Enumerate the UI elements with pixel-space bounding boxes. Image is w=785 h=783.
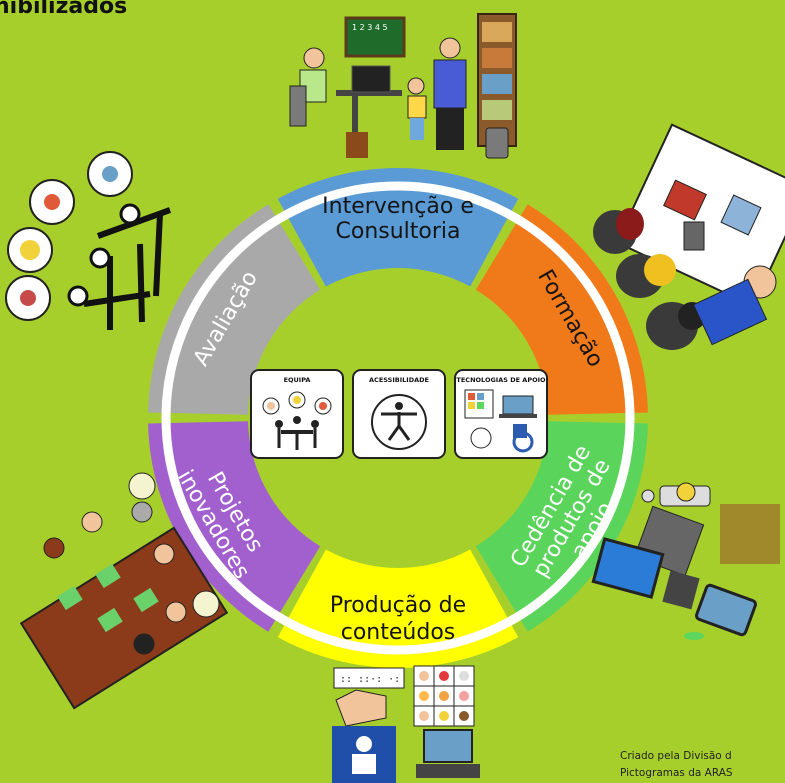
inner-white-ring <box>161 181 635 655</box>
evaluation-pictogram <box>5 151 172 330</box>
svg-text::: ::·: ·:: :: ::·: ·: <box>340 674 400 685</box>
segment-label-line: conteúdos <box>341 620 456 645</box>
segment-label-line: Intervenção e <box>322 194 474 219</box>
page-title: nibilizados <box>0 0 128 19</box>
segment-label-line: Produção de <box>330 593 466 618</box>
tecnologias-card-title: TECNOLOGIAS DE APOIO <box>456 376 546 384</box>
segment-formacao <box>475 204 648 415</box>
segment-label-line: Consultoria <box>335 219 460 244</box>
segment-cedencia <box>475 421 648 632</box>
acessibilidade-card: ACESSIBILIDADE <box>352 369 446 459</box>
svg-text:1 2 3 4 5: 1 2 3 4 5 <box>352 23 388 32</box>
credits-line-2: Pictogramas da ARAS <box>620 767 733 779</box>
accessibility-icon <box>371 394 427 450</box>
content-production-pictogram: :: ::·: ·: <box>332 665 480 783</box>
credits: Criado pela Divisão d Pictogramas da ARA… <box>620 748 785 782</box>
equipa-card-title: EQUIPA <box>283 376 311 384</box>
tecnologias-card: TECNOLOGIAS DE APOIO <box>454 369 548 459</box>
segment-avaliacao <box>148 204 321 415</box>
acessibilidade-card-title: ACESSIBILIDADE <box>369 376 429 384</box>
innovative-projects-pictogram <box>19 472 229 710</box>
credits-line-1: Criado pela Divisão d <box>620 750 732 762</box>
consultancy-pictogram: 1 2 3 4 5 <box>289 13 517 159</box>
training-pictogram <box>593 123 785 350</box>
team-icon <box>262 391 332 450</box>
equipa-card: EQUIPA <box>250 369 344 459</box>
segment-projetos <box>148 421 321 632</box>
assistive-products-pictogram <box>591 482 780 640</box>
assistive-technology-icon <box>464 389 537 453</box>
